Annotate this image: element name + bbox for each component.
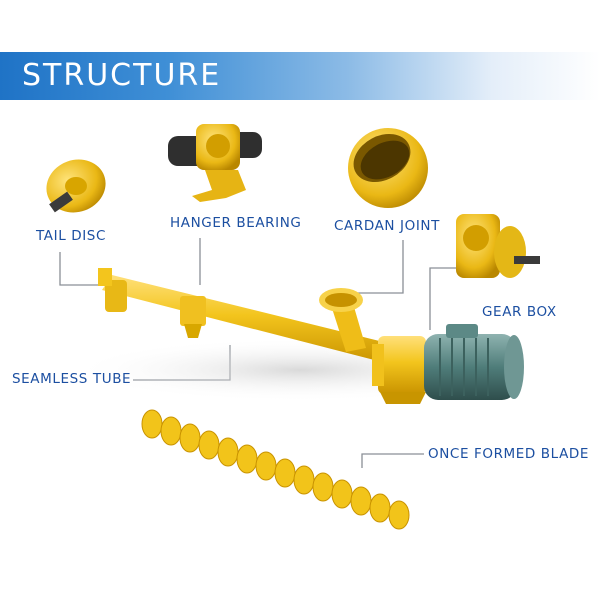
blade-leader — [361, 453, 424, 468]
title-banner: STRUCTURE — [0, 52, 600, 100]
once-formed-blade-icon — [141, 409, 410, 530]
once-formed-blade-label: ONCE FORMED BLADE — [428, 446, 590, 462]
tail-disc-leader — [59, 252, 100, 286]
gear-box-icon — [456, 214, 540, 278]
motor-icon — [424, 324, 524, 400]
cardan-joint-icon — [348, 128, 428, 208]
hanger-bearing-icon — [168, 124, 262, 202]
tail-disc-label: TAIL DISC — [36, 228, 106, 244]
tail-disc-icon — [46, 159, 106, 213]
gear-box-label: GEAR BOX — [482, 304, 557, 320]
seamless-tube-label: SEAMLESS TUBE — [12, 371, 132, 387]
seamless-tube-icon — [98, 268, 426, 404]
cardan-joint-label: CARDAN JOINT — [334, 218, 440, 234]
page-title: STRUCTURE — [22, 58, 222, 93]
hanger-bearing-label: HANGER BEARING — [170, 215, 302, 231]
cardan-joint-leader — [355, 240, 404, 294]
